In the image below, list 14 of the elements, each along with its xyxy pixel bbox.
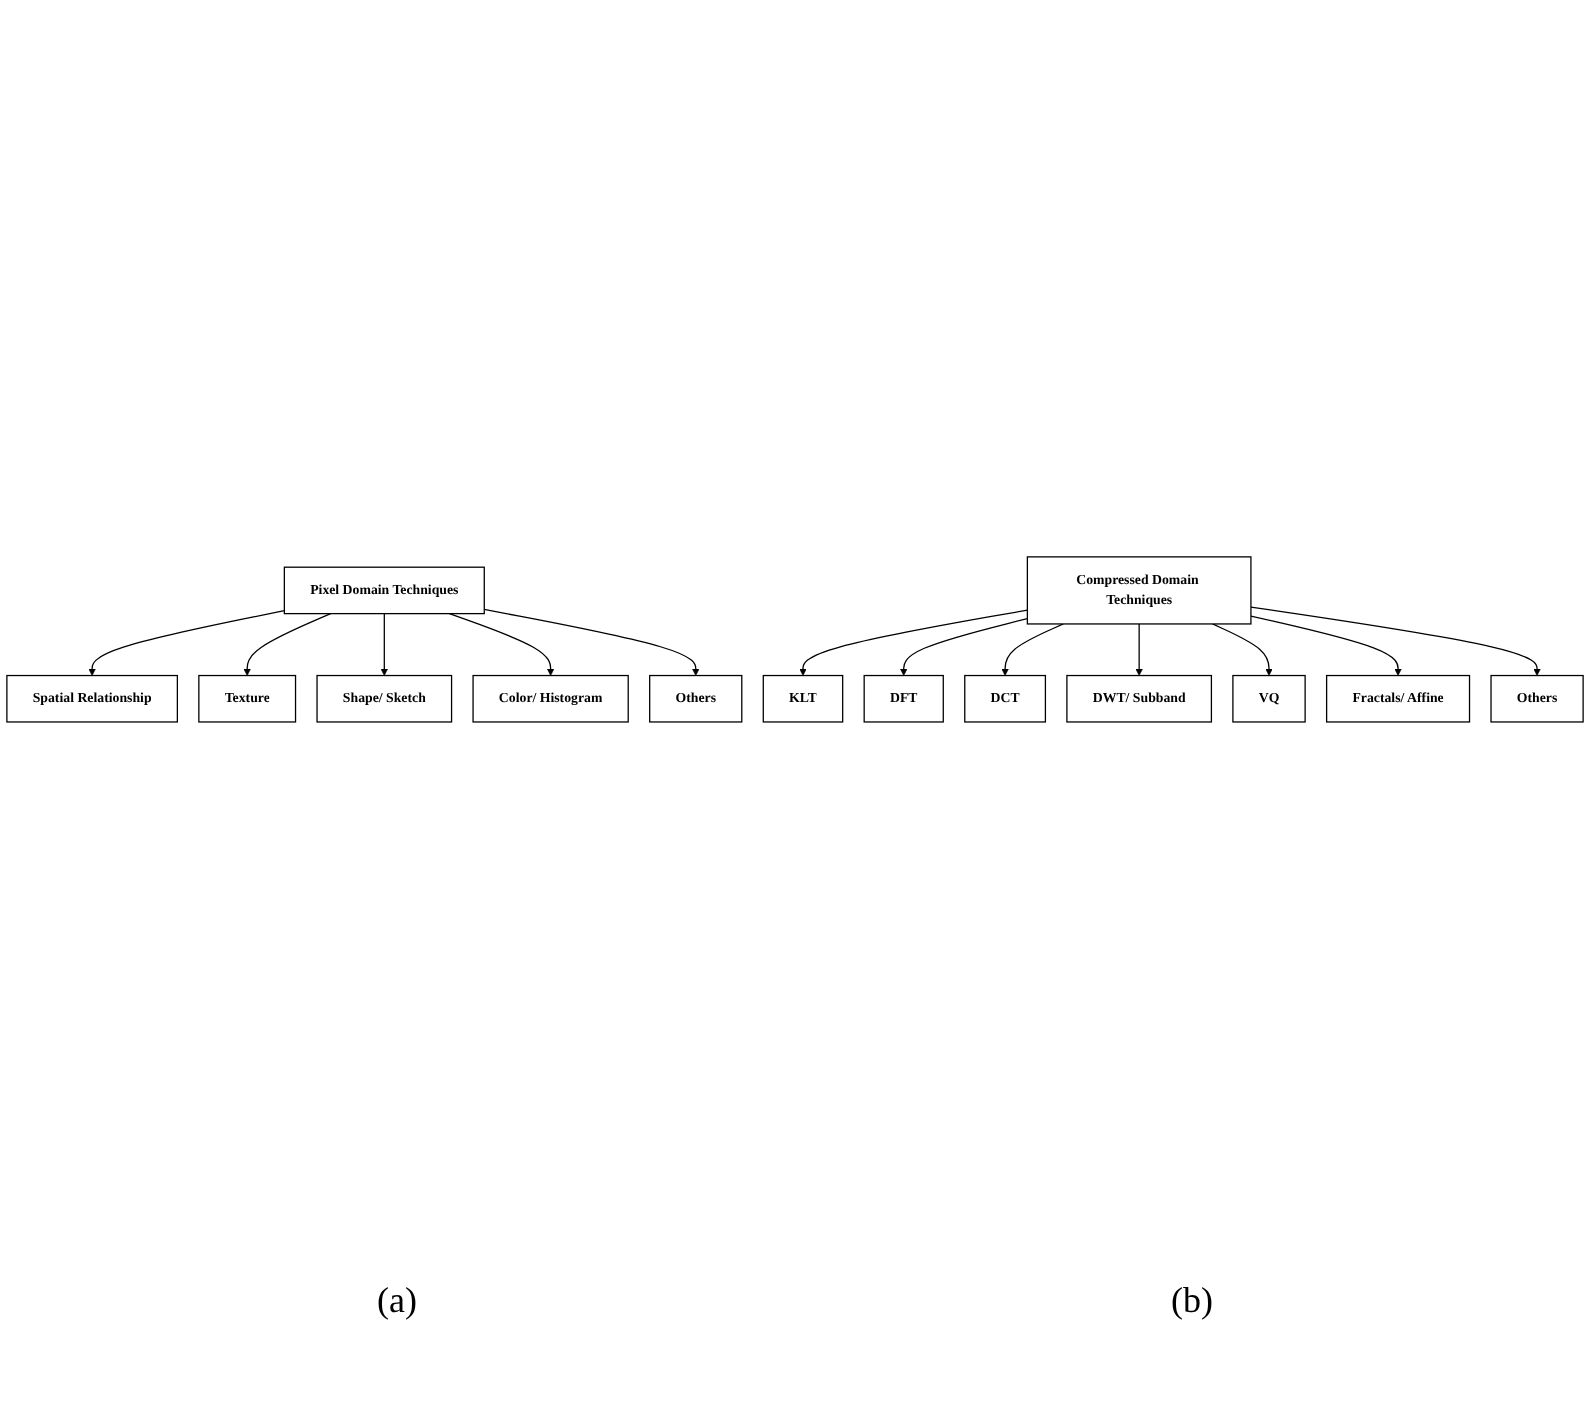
arrow (483, 609, 700, 677)
figure-label: (a) (377, 1280, 417, 1322)
arrow (899, 618, 1028, 677)
arrow (243, 613, 332, 677)
arrow (1211, 623, 1273, 677)
arrow (88, 610, 285, 677)
arrow (799, 610, 1028, 677)
arrow (1135, 623, 1143, 677)
arrow (1001, 623, 1065, 677)
figure-label: (b) (1170, 1280, 1213, 1322)
arrow (1250, 615, 1402, 677)
arrow (1250, 607, 1541, 677)
arrow (448, 613, 555, 677)
arrow (380, 613, 389, 677)
